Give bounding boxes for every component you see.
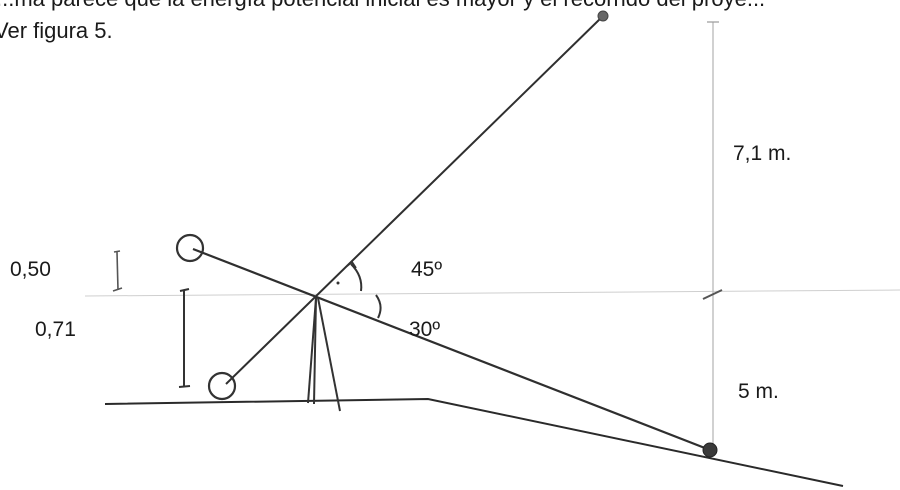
angle-dot: [336, 281, 340, 285]
offset-marker-071-bottom: [178, 385, 191, 388]
offset-label-large: 0,71: [35, 318, 76, 341]
angle-label-45: 45º: [411, 258, 443, 281]
support-leg-center: [313, 297, 317, 405]
offset-marker-050: [116, 251, 119, 291]
offset-marker-050-bottom: [112, 287, 123, 292]
ground-line: [104, 397, 844, 487]
height-label-lower: 5 m.: [738, 380, 779, 403]
support-leg-right: [317, 297, 341, 412]
offset-marker-050-top: [113, 250, 121, 253]
angle-arc-45: [350, 263, 363, 292]
angle-arc-45-arrowhead: [346, 260, 357, 269]
projectile-dot-top: [597, 10, 609, 22]
counterweight-circle-upper: [175, 233, 205, 263]
support-leg-left: [307, 297, 317, 404]
angle-label-30: 30º: [409, 318, 441, 341]
counterweight-circle-lower: [207, 371, 237, 401]
offset-marker-071-top: [179, 288, 190, 292]
height-label-upper: 7,1 m.: [733, 142, 792, 165]
pivot-height-guide-line: [84, 289, 900, 297]
intro-text-line-1: ...ma parece que la energía potencial in…: [0, 0, 765, 12]
offset-label-small: 0,50: [10, 258, 51, 281]
projectile-dot-ground: [702, 442, 718, 458]
vertical-height-tick-mid: [702, 289, 723, 300]
throwing-arm-30deg: [192, 247, 711, 452]
throwing-arm-45deg: [225, 15, 604, 385]
intro-text-line-2: Ver figura 5.: [0, 18, 113, 43]
angle-arc-30: [375, 294, 382, 319]
